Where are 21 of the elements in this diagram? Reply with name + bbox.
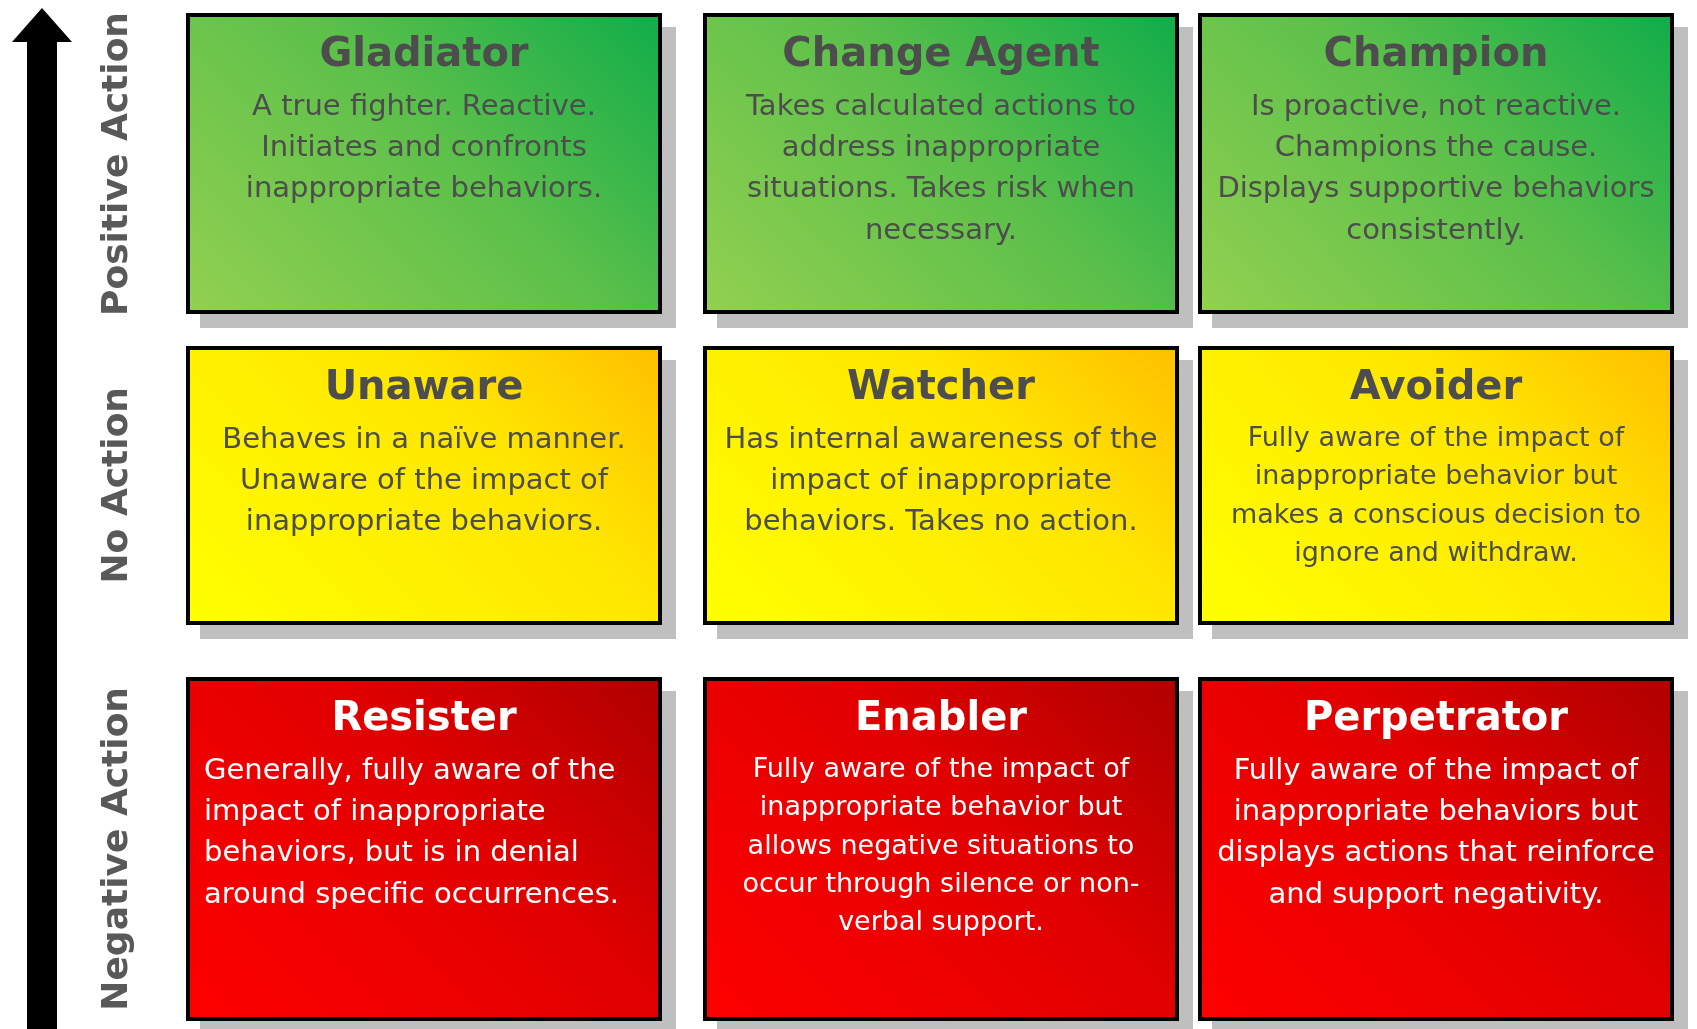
axis-label: Positive Action bbox=[94, 11, 135, 316]
card-title: Watcher bbox=[847, 362, 1035, 408]
card-title: Enabler bbox=[855, 693, 1027, 739]
axis-label: No Action bbox=[94, 387, 135, 584]
card-description: Has internal awareness of the impact of inappropriate behaviors. Takes no action. bbox=[723, 420, 1159, 540]
card-title: Change Agent bbox=[782, 29, 1100, 75]
card-description: Fully aware of the impact of inappropriate behavior but allows negative situations to occur through silence or non-verbal support. bbox=[741, 751, 1141, 939]
card-description: Fully aware of the impact of inappropriate behavior but makes a conscious decision to ignore and withdraw. bbox=[1229, 420, 1643, 569]
card-title: Resister bbox=[331, 693, 517, 739]
card-description: Fully aware of the impact of inappropriate behaviors but displays actions that reinforce and support negativity. bbox=[1216, 751, 1656, 912]
card-title: Champion bbox=[1323, 29, 1549, 75]
card-title: Avoider bbox=[1349, 362, 1523, 408]
card-title: Perpetrator bbox=[1303, 693, 1569, 739]
card-title: Gladiator bbox=[319, 29, 529, 75]
card-title: Unaware bbox=[324, 362, 524, 408]
axis-label: Negative Action bbox=[94, 687, 135, 1011]
card-description: Behaves in a naïve manner. Unaware of the impact of inappropriate behaviors. bbox=[221, 420, 627, 540]
card-description: Generally, fully aware of the impact of inappropriate behaviors, but is in denial around specific occurrences. bbox=[204, 751, 621, 912]
card-description: A true fighter. Reactive. Initiates and confronts inappropriate behaviors. bbox=[244, 87, 604, 207]
card-description: Takes calculated actions to address inappropriate situations. Takes risk when necessary. bbox=[744, 87, 1138, 248]
card-description: Is proactive, not reactive. Champions the cause. Displays supportive behaviors consistently. bbox=[1216, 87, 1656, 248]
